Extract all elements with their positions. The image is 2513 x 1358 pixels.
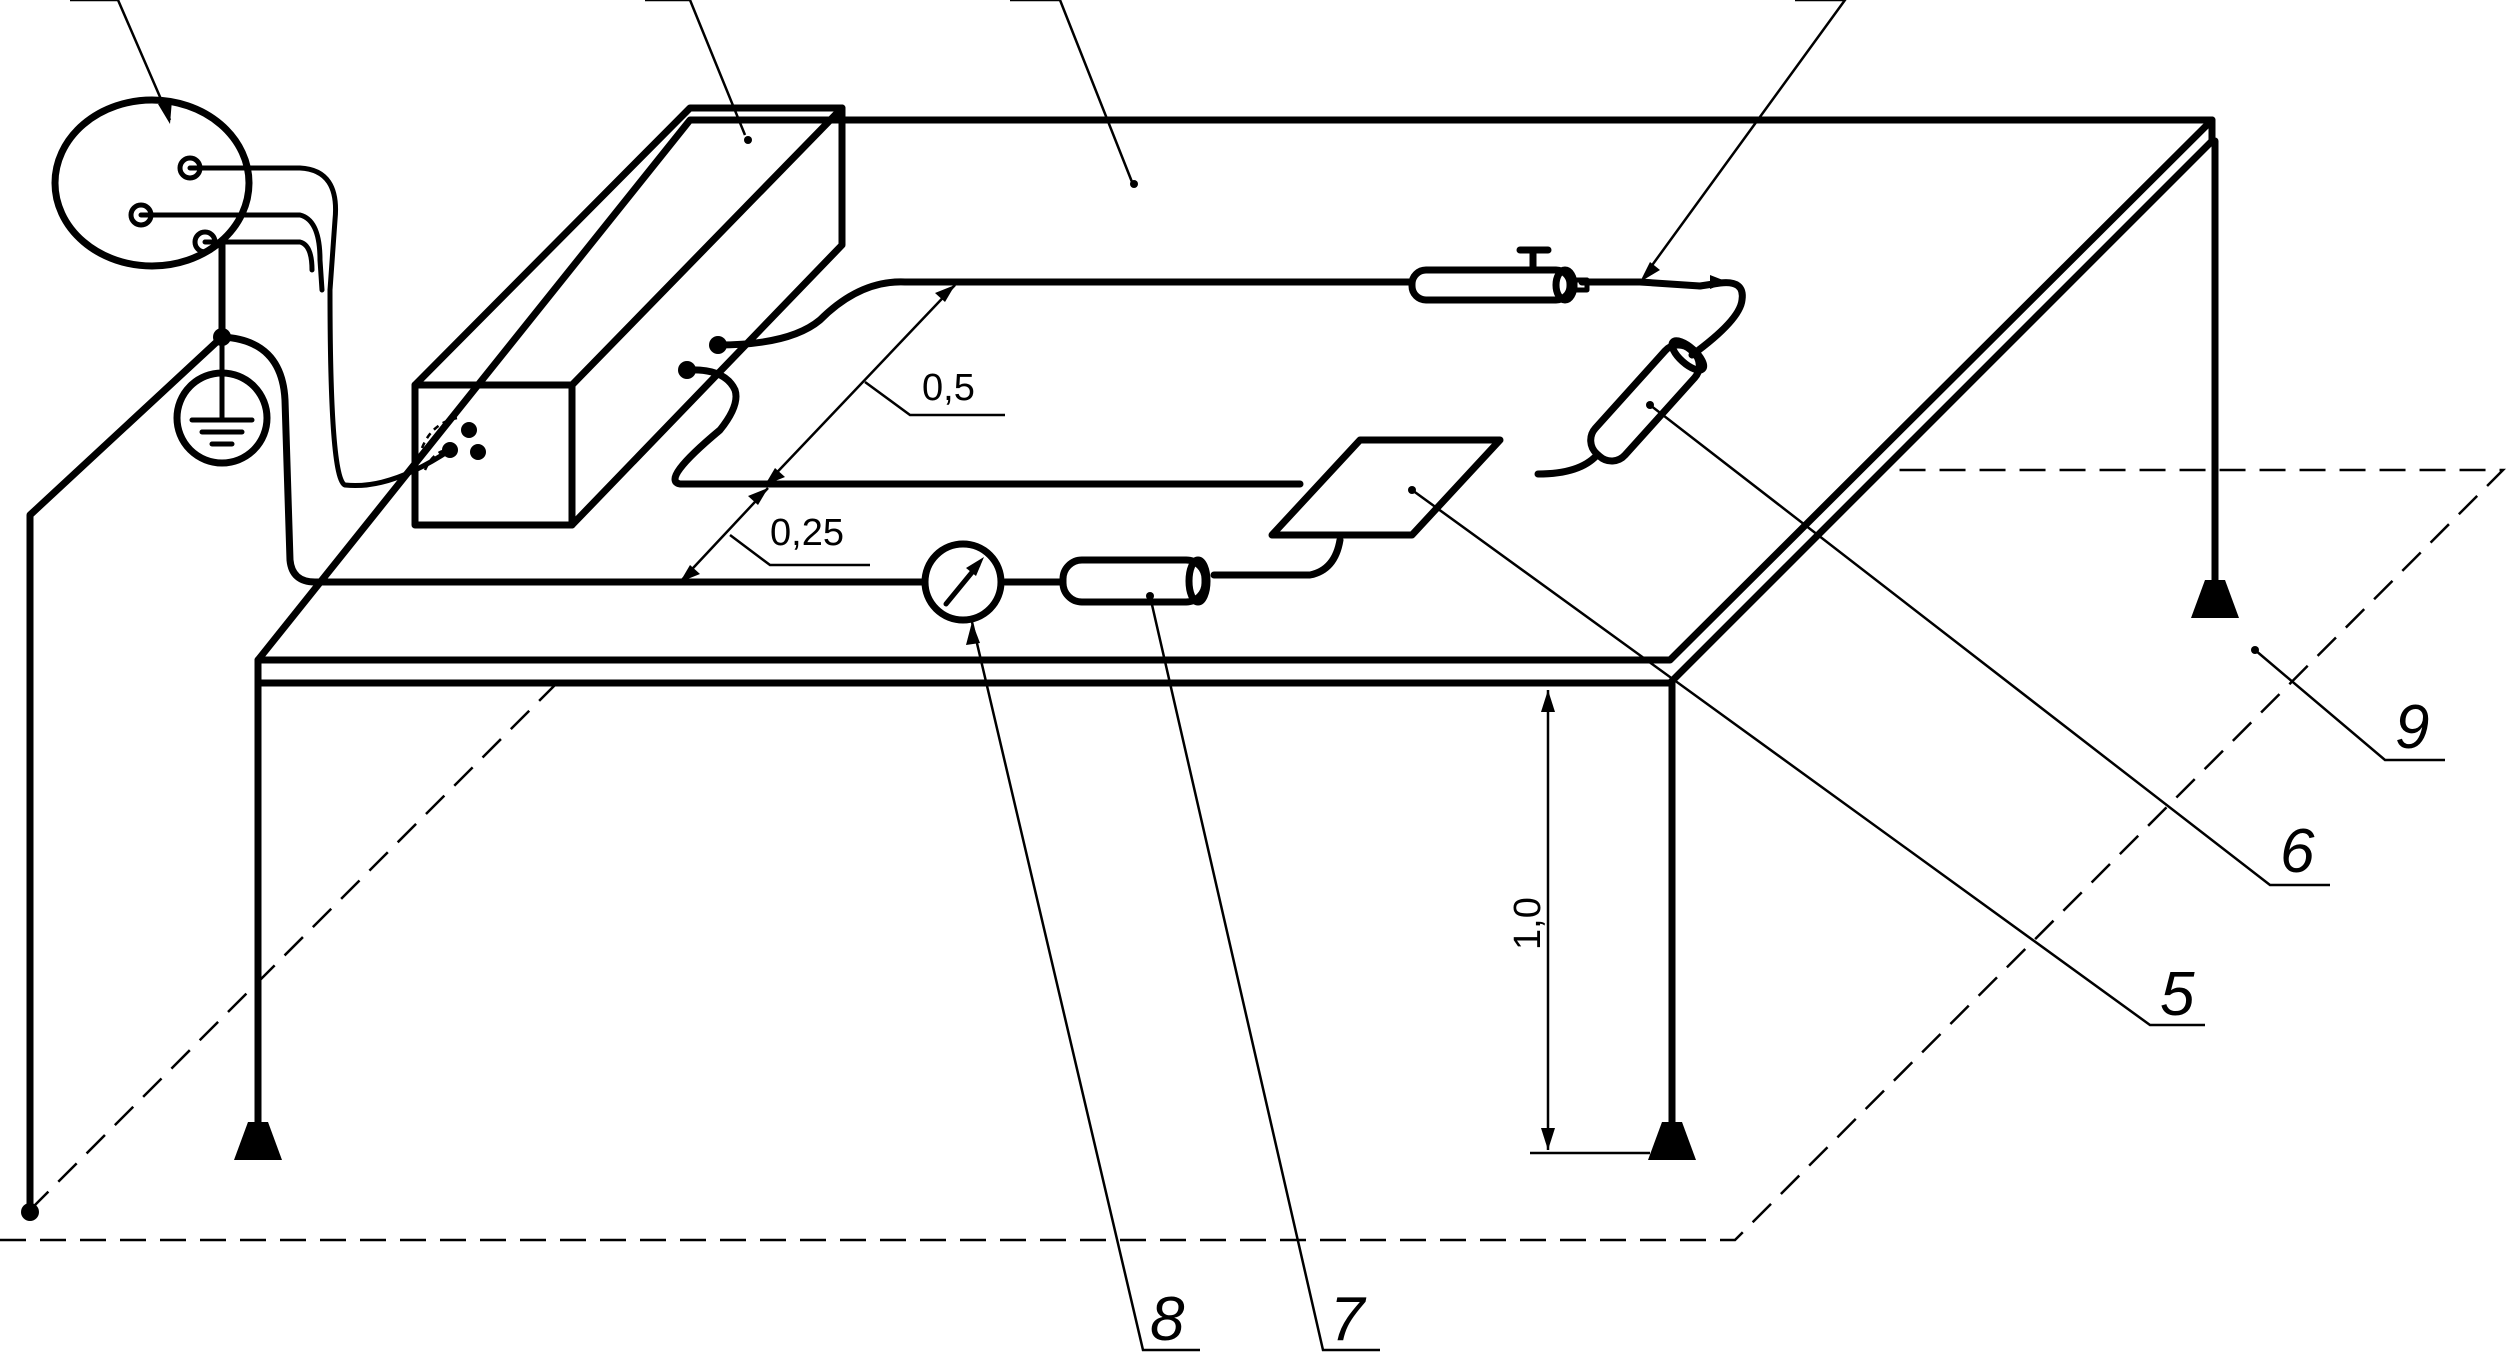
equipment-box	[411, 104, 846, 529]
callout-label-9: 9	[2395, 693, 2429, 762]
callout-label-6: 6	[2280, 817, 2315, 886]
callout-label-5: 5	[2160, 960, 2195, 1029]
dimension-label-025: 0,25	[770, 512, 844, 554]
box-terminal	[461, 422, 477, 438]
component-7	[1059, 556, 1211, 606]
dimension-10: 1,0	[1507, 690, 1650, 1155]
callout-label-8: 8	[1150, 1285, 1185, 1353]
dimension-05: 0,5	[764, 284, 1005, 486]
dimension-label-10: 1,0	[1507, 897, 1549, 950]
socket-outline	[51, 96, 253, 270]
box-terminal	[470, 444, 486, 460]
leg-foot	[2191, 580, 2239, 618]
callout-8: 8	[966, 621, 1200, 1354]
ground-plane	[0, 468, 2507, 1242]
leg-foot	[234, 1122, 282, 1160]
callout-9: 9	[2251, 646, 2445, 762]
mains-supply	[21, 96, 929, 1221]
component-5-plate	[1268, 436, 1504, 539]
component-6	[1587, 337, 1708, 465]
leader-lines-top	[70, 0, 1847, 282]
dimension-025: 0,25	[679, 487, 870, 583]
earth-wire	[26, 333, 226, 1214]
cable-front	[218, 333, 929, 586]
dimension-label-05: 0,5	[922, 367, 975, 409]
component-8-meter	[921, 540, 1005, 624]
component-connector	[1408, 246, 1590, 304]
callout-6: 6	[1646, 401, 2330, 887]
cable-middle	[671, 366, 1304, 488]
cable-back	[714, 278, 1416, 349]
leg-foot	[1648, 1122, 1696, 1160]
cable-loop	[671, 275, 1746, 586]
table	[234, 116, 2239, 1160]
callout-label-7: 7	[1330, 1285, 1367, 1353]
callout-5: 5	[1408, 486, 2205, 1029]
callout-7: 7	[1146, 592, 1380, 1354]
